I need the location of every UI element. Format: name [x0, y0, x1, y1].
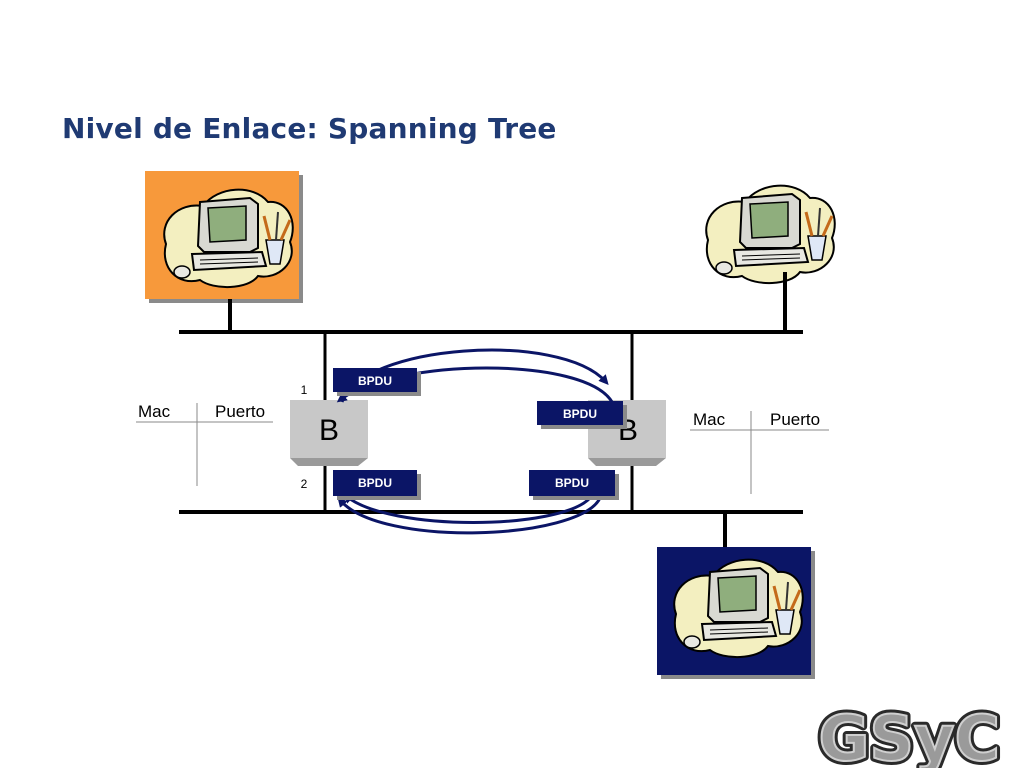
svg-text:BPDU: BPDU — [358, 476, 392, 490]
computer-icon — [704, 184, 837, 285]
host-top-right — [704, 184, 837, 285]
bridge-left-label: B — [319, 414, 339, 447]
arrow-bottom-inner — [342, 493, 592, 524]
mac-table-left: Mac Puerto — [136, 402, 273, 486]
bpdu-top-left: BPDU — [333, 368, 421, 396]
table-right-puerto: Puerto — [770, 410, 820, 429]
svg-text:GSyC: GSyC — [819, 702, 1000, 768]
gsyc-logo: GSyC GSyC — [815, 698, 1004, 768]
bpdu-bottom-left: BPDU — [333, 470, 421, 500]
table-right-mac: Mac — [693, 410, 726, 429]
svg-text:BPDU: BPDU — [563, 407, 597, 421]
bridge-left: B — [290, 400, 368, 466]
table-left-mac: Mac — [138, 402, 171, 421]
arrow-bottom-outer — [337, 496, 602, 535]
bpdu-bottom-right: BPDU — [529, 470, 619, 500]
host-top-left — [145, 171, 303, 303]
port-1-label: 1 — [301, 383, 308, 397]
host-bottom-right — [657, 547, 815, 679]
port-2-label: 2 — [301, 477, 308, 491]
svg-text:BPDU: BPDU — [555, 476, 589, 490]
slide-title: Nivel de Enlace: Spanning Tree — [62, 112, 557, 145]
mac-table-right: Mac Puerto — [690, 410, 829, 494]
svg-text:BPDU: BPDU — [358, 374, 392, 388]
table-left-puerto: Puerto — [215, 402, 265, 421]
bpdu-top-right: BPDU — [537, 401, 627, 429]
svg-text:GSyC: GSyC — [819, 702, 1000, 768]
